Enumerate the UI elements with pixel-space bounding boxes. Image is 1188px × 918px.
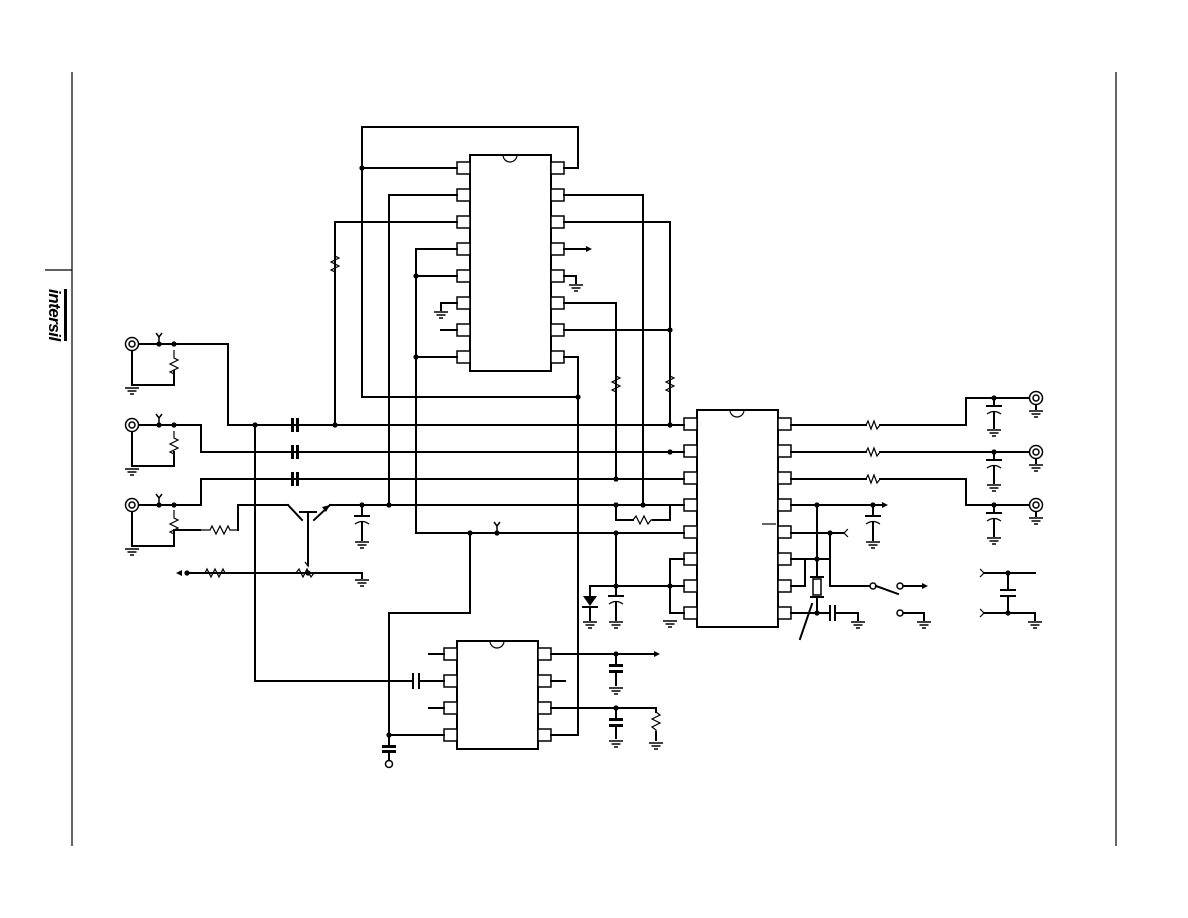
switch: [869, 582, 904, 617]
signal-arrows: [176, 246, 985, 657]
ic-top-16pin: [456, 154, 565, 372]
ic-bottom-8pin: [443, 640, 552, 750]
coupling-capacitors: [291, 418, 836, 689]
output-jacks: [1028, 390, 1044, 525]
diode: [582, 596, 598, 629]
transistor: [286, 503, 332, 523]
shunt-capacitors: [354, 405, 1016, 769]
wiring: [173, 126, 1036, 746]
ic-right-16pin: [683, 409, 792, 628]
page-border-lines: [45, 72, 1117, 846]
crystal: [810, 576, 824, 598]
junction-dots: [156, 165, 1011, 738]
resistors: [168, 252, 881, 732]
input-jacks: [124, 332, 175, 556]
